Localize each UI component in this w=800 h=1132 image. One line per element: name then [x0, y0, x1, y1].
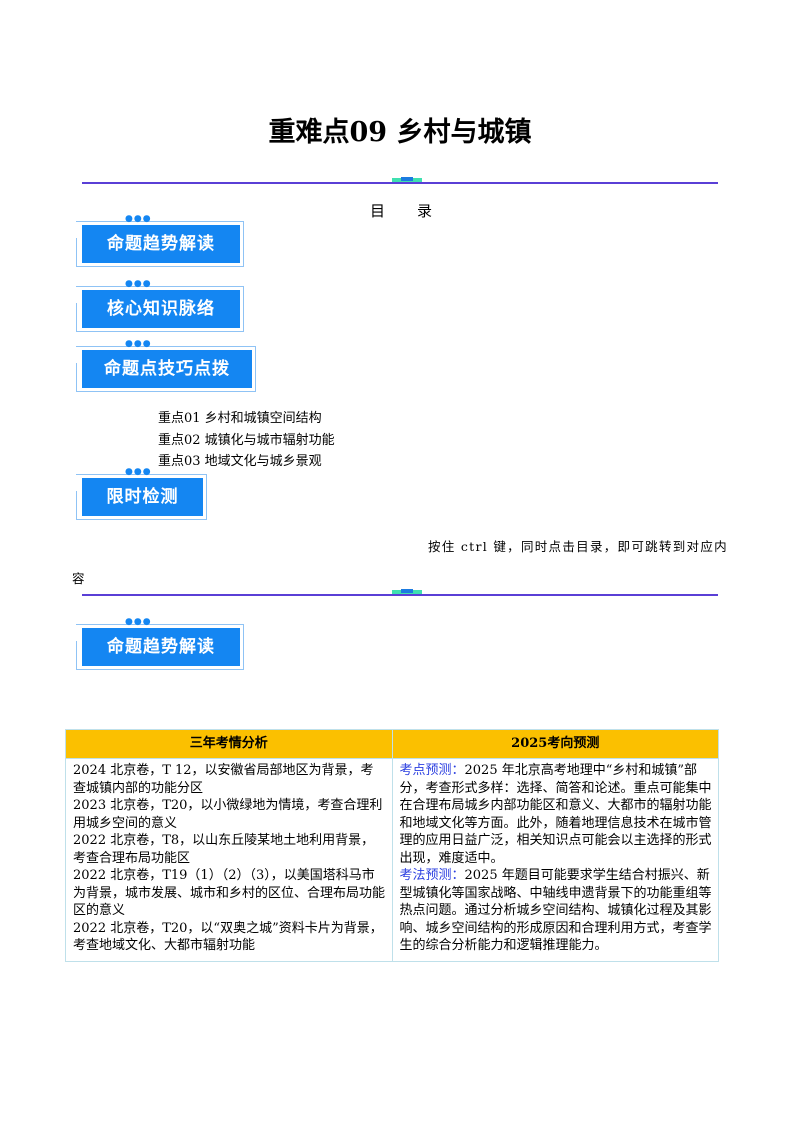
badge-label: 命题趋势解读: [82, 628, 240, 666]
exam-item: 2023 北京卷，T20，以小微绿地为情境，考查合理利用城乡空间的意义: [73, 798, 383, 831]
toc-link-skills[interactable]: ●●●命题点技巧点拨: [76, 340, 256, 392]
toc-heading-2: 录: [417, 202, 433, 220]
toc-link-test[interactable]: ●●●限时检测: [76, 468, 207, 520]
toc-link-knowledge[interactable]: ●●●核心知识脉络: [76, 280, 244, 332]
forecast-item: 考点预测：2025 年北京高考地理中“乡村和城镇”部分，考查形式多样：选择、简答…: [400, 762, 713, 867]
forecast-text: 2025 年北京高考地理中“乡村和城镇”部分，考查形式多样：选择、简答和论述。重…: [399, 763, 712, 866]
exam-item: 2022 北京卷，T8，以山东丘陵某地土地利用背景，考查合理布局功能区: [73, 833, 375, 866]
badge-label: 核心知识脉络: [82, 290, 240, 328]
badge-label: 命题点技巧点拨: [82, 350, 252, 388]
table-header: 三年考情分析: [65, 729, 393, 759]
page-title: 重难点09 乡村与城镇: [268, 117, 532, 148]
forecast-item: 考法预测：2025 年题目可能要求学生结合村振兴、新型城镇化等国家战略、中轴线申…: [400, 867, 713, 955]
badge-label: 命题趋势解读: [82, 225, 240, 263]
exam-item: 2022 北京卷，T19（1）（2）（3），以美国塔科马市为背景，城市发展、城市…: [73, 868, 386, 918]
badge-label: 限时检测: [82, 478, 203, 516]
toc-list: 重点01 乡村和城镇空间结构 重点02 城镇化与城市辐射功能 重点03 地域文化…: [158, 408, 335, 473]
exam-item: 2022 北京卷，T20，以“双奥之城”资料卡片为背景，考查地域文化、大都市辐射…: [73, 920, 383, 954]
toc-note: 按住 ctrl 键，同时点击目录，即可跳转到对应内: [428, 539, 728, 554]
forecast-label: 考法预测：: [399, 868, 465, 883]
toc-heading: 目录: [370, 200, 464, 221]
toc-heading-1: 目: [370, 202, 386, 220]
toc-item-1[interactable]: 重点01 乡村和城镇空间结构: [158, 411, 322, 426]
table-header: 2025考向预测: [391, 729, 719, 759]
forecast-cell: 考点预测：2025 年北京高考地理中“乡村和城镇”部分，考查形式多样：选择、简答…: [391, 758, 719, 962]
exam-item: 2024 北京卷，T 12，以安徽省局部地区为背景，考查城镇内部的功能分区: [73, 763, 374, 796]
past-analysis-cell: 2024 北京卷，T 12，以安徽省局部地区为背景，考查城镇内部的功能分区 20…: [65, 758, 393, 962]
toc-item-3[interactable]: 重点03 地域文化与城乡景观: [158, 454, 322, 469]
section-badge: ●●●命题趋势解读: [76, 618, 244, 670]
divider: [82, 589, 718, 596]
toc-link-trend[interactable]: ●●●命题趋势解读: [76, 215, 244, 267]
toc-note-cont: 容: [72, 571, 85, 586]
forecast-label: 考点预测：: [399, 763, 465, 778]
toc-item-2[interactable]: 重点02 城镇化与城市辐射功能: [158, 432, 335, 448]
divider: [82, 177, 718, 184]
forecast-text: 2025 年题目可能要求学生结合村振兴、新型城镇化等国家战略、中轴线申遗背景下的…: [399, 868, 712, 953]
